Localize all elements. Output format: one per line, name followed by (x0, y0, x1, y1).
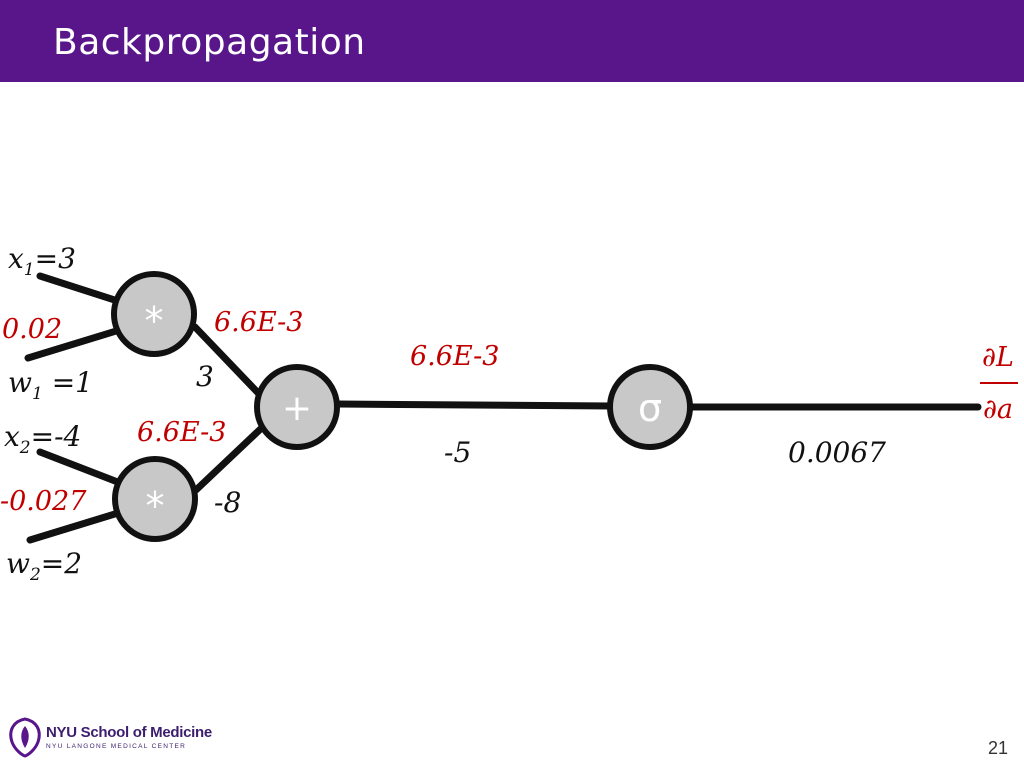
input-x2-label: x2=-4 (4, 420, 81, 458)
gradient-fraction-numerator: ∂L (982, 342, 1014, 373)
edge-mul1-add (191, 323, 266, 401)
multiply-node-1-label: * (145, 299, 164, 343)
edge-add-sigmoid (334, 400, 616, 410)
title-bar: Backpropagation (0, 0, 1024, 82)
forward-sigmoid-value: 0.0067 (788, 436, 886, 469)
input-w1-label: w1 =1 (8, 366, 93, 404)
multiply-node-1 (111, 271, 197, 357)
logo-subtext: NYU LANGONE MEDICAL CENTER (46, 743, 187, 750)
gradient-fraction-denominator: ∂a (983, 394, 1013, 425)
input-x1-label: x1=3 (8, 242, 76, 280)
add-node-label: + (282, 388, 312, 429)
gradient-mul1-value: 6.6E-3 (214, 307, 303, 338)
forward-add-value: -5 (444, 436, 471, 469)
nyu-torch-icon (9, 717, 41, 758)
sigmoid-node-label: σ (638, 386, 662, 430)
gradient-w1-value: 0.02 (2, 314, 62, 345)
multiply-node-2 (112, 456, 198, 542)
add-node (254, 364, 340, 450)
forward-mul2-value: -8 (214, 486, 241, 519)
gradient-w2-value: -0.027 (0, 486, 87, 517)
page-number: 21 (987, 738, 1008, 758)
output-gradient-fraction: ∂L ∂a (980, 342, 1018, 425)
multiply-node-2-label: * (146, 484, 165, 528)
gradient-add-value: 6.6E-3 (410, 341, 499, 372)
gradient-mul2-value: 6.6E-3 (137, 417, 226, 448)
nyu-logo: NYU School of Medicine NYU LANGONE MEDIC… (6, 716, 212, 762)
input-w2-label: w2=2 (6, 547, 82, 585)
forward-mul1-value: 3 (196, 360, 214, 393)
logo-text: NYU School of Medicine (46, 724, 212, 741)
slide-title: Backpropagation (53, 22, 366, 63)
edge-mul2-add (192, 416, 274, 494)
sigmoid-node (607, 364, 693, 450)
